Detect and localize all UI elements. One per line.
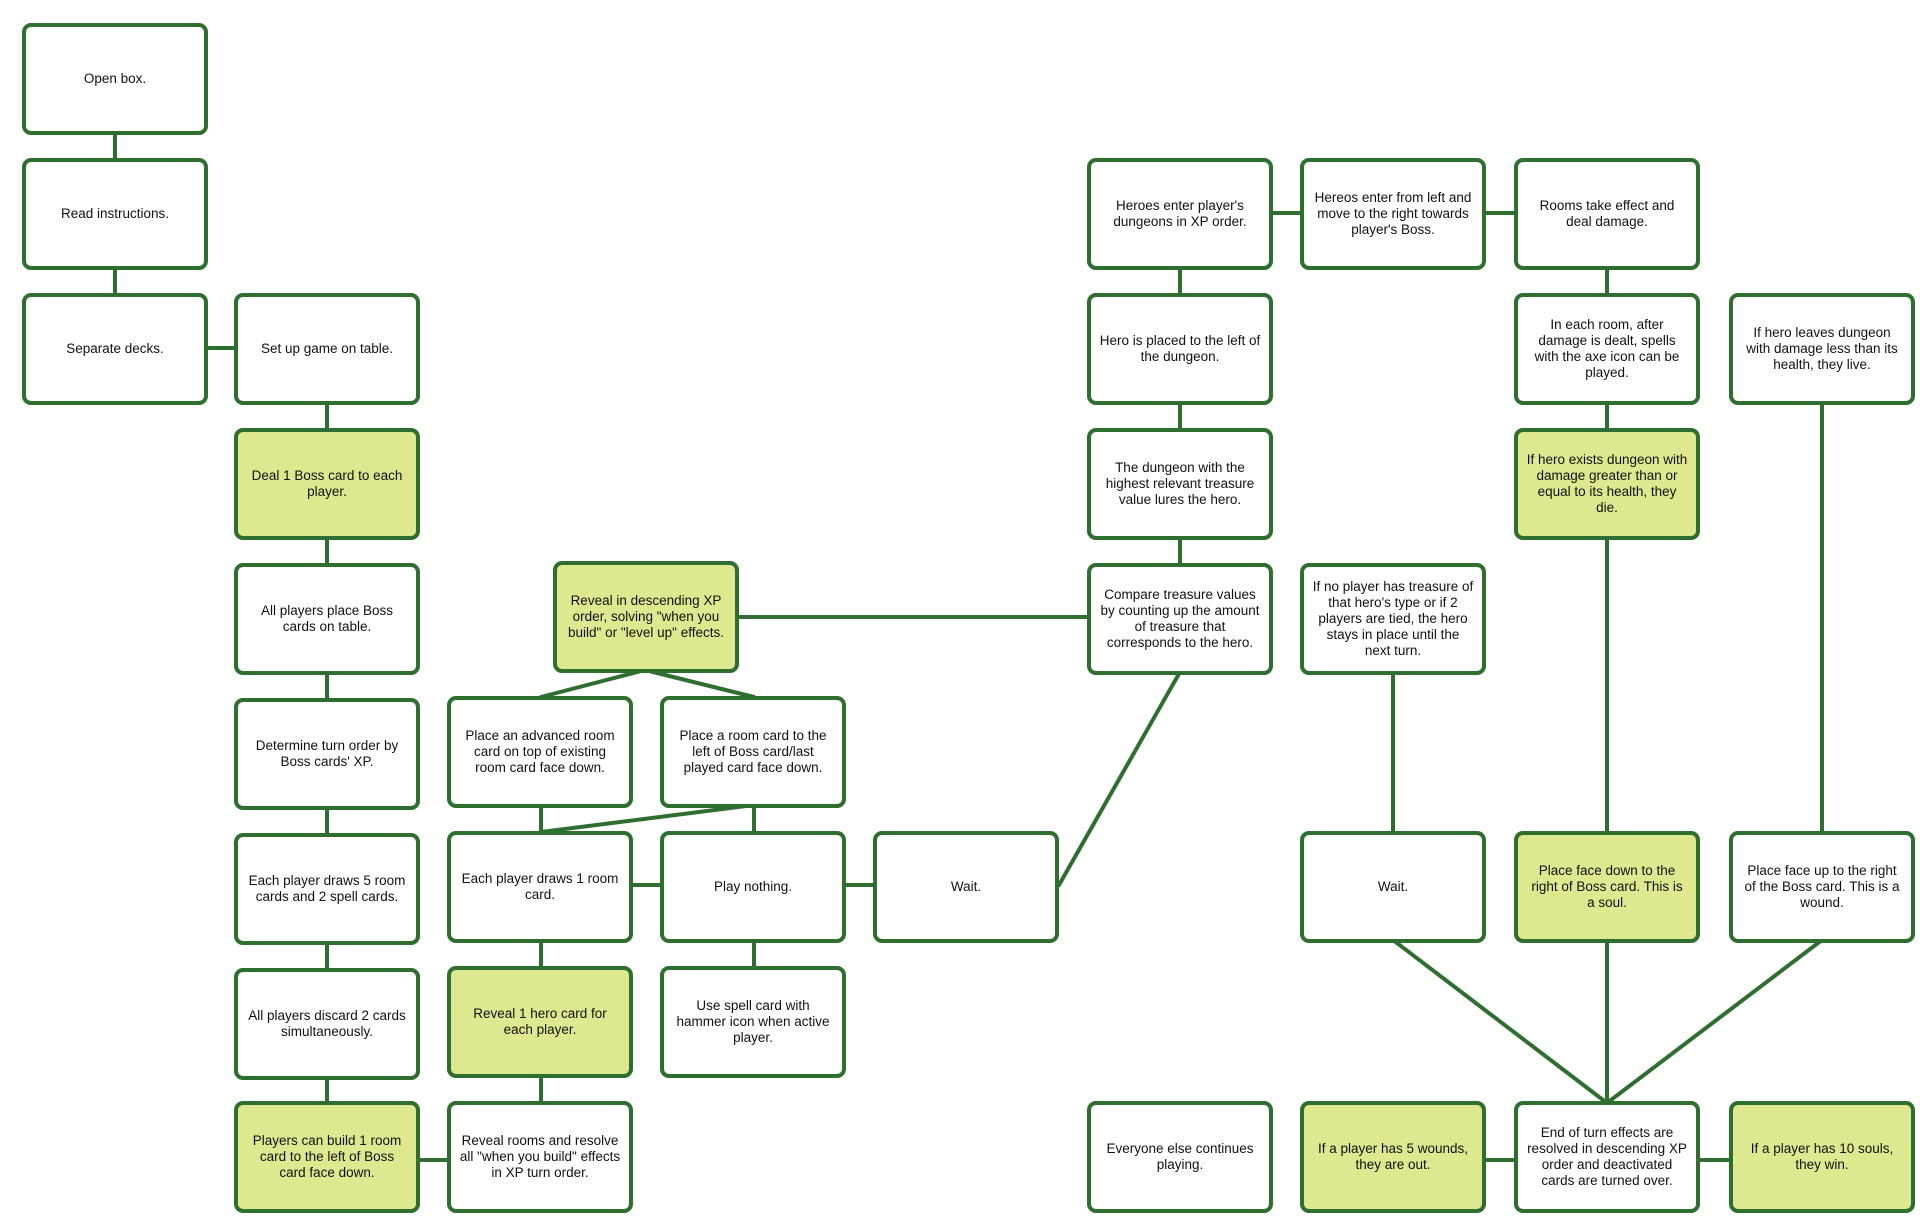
node-spell-hammer: Use spell card with hammer icon when act… [660,966,846,1078]
node-build-room: Players can build 1 room card to the lef… [234,1101,420,1213]
node-label: Place an advanced room card on top of ex… [465,728,615,775]
node-label: In each room, after damage is dealt, spe… [1534,317,1680,380]
node-separate-decks: Separate decks. [22,293,208,405]
node-label: Set up game on table. [260,341,394,356]
node-draw-five: Each player draws 5 room cards and 2 spe… [234,833,420,945]
node-advanced-room: Place an advanced room card on top of ex… [447,696,633,808]
node-ten-souls: If a player has 10 souls, they win. [1729,1101,1915,1213]
node-set-up-game: Set up game on table. [234,293,420,405]
node-label: If a player has 5 wounds, they are out. [1317,1141,1469,1172]
node-place-boss: All players place Boss cards on table. [234,563,420,675]
node-hero-placed: Hero is placed to the left of the dungeo… [1087,293,1273,405]
node-label: Use spell card with hammer icon when act… [676,998,830,1045]
node-everyone-else: Everyone else continues playing. [1087,1101,1273,1213]
node-label: Reveal 1 hero card for each player. [473,1006,607,1037]
node-end-turn: End of turn effects are resolved in desc… [1514,1101,1700,1213]
node-label: If hero leaves dungeon with damage less … [1746,325,1898,372]
node-five-wounds: If a player has 5 wounds, they are out. [1300,1101,1486,1213]
node-axe-spells: In each room, after damage is dealt, spe… [1514,293,1700,405]
node-label: Wait. [950,879,982,894]
node-no-player: If no player has treasure of that hero's… [1300,563,1486,675]
node-label: Determine turn order by Boss cards' XP. [255,738,399,769]
node-deal-boss: Deal 1 Boss card to each player. [234,428,420,540]
connector [643,668,756,699]
node-label: Place face down to the right of Boss car… [1531,863,1683,910]
connector [1605,938,1824,1105]
node-play-nothing: Play nothing. [660,831,846,943]
node-label: Reveal in descending XP order, solving "… [568,593,724,640]
node-place-room: Place a room card to the left of Boss ca… [660,696,846,808]
node-move-right: Hereos enter from left and move to the r… [1300,158,1486,270]
node-label: Everyone else continues playing. [1106,1141,1254,1172]
node-wait-two: Wait. [1300,831,1486,943]
node-label: Compare treasure values by counting up t… [1100,587,1260,650]
node-label: Read instructions. [60,206,170,221]
node-label: Reveal rooms and resolve all "when you b… [459,1133,621,1180]
connector [1391,938,1609,1105]
node-label: Rooms take effect and deal damage. [1539,198,1675,229]
node-draw-one: Each player draws 1 room card. [447,831,633,943]
node-label: Each player draws 5 room cards and 2 spe… [248,873,406,904]
node-label: All players place Boss cards on table. [260,603,394,634]
node-label: If hero exists dungeon with damage great… [1526,452,1688,515]
node-reveal-hero: Reveal 1 hero card for each player. [447,966,633,1078]
node-discard-two: All players discard 2 cards simultaneous… [234,968,420,1080]
node-hero-dies: If hero exists dungeon with damage great… [1514,428,1700,540]
node-wound: Place face up to the right of the Boss c… [1729,831,1915,943]
node-label: Deal 1 Boss card to each player. [251,468,403,499]
node-highest-treasure: The dungeon with the highest relevant tr… [1087,428,1273,540]
node-rooms-effect: Rooms take effect and deal damage. [1514,158,1700,270]
node-label: Place a room card to the left of Boss ca… [679,728,827,775]
node-heroes-enter: Heroes enter player's dungeons in XP ord… [1087,158,1273,270]
node-label: Hereos enter from left and move to the r… [1314,190,1472,237]
node-label: Players can build 1 room card to the lef… [252,1133,402,1180]
node-label: Wait. [1377,879,1409,894]
connector [1057,670,1182,887]
node-label: Play nothing. [713,879,793,894]
node-label: Each player draws 1 room card. [461,871,619,902]
node-soul: Place face down to the right of Boss car… [1514,831,1700,943]
node-open-box: Open box. [22,23,208,135]
node-wait-one: Wait. [873,831,1059,943]
connector [539,803,756,834]
node-hero-leaves: If hero leaves dungeon with damage less … [1729,293,1915,405]
node-label: Open box. [83,71,147,86]
node-turn-order: Determine turn order by Boss cards' XP. [234,698,420,810]
node-label: Heroes enter player's dungeons in XP ord… [1113,198,1247,229]
node-label: If no player has treasure of that hero's… [1312,579,1474,658]
connector [539,668,647,699]
node-reveal-rooms: Reveal rooms and resolve all "when you b… [447,1101,633,1213]
node-compare-treasure: Compare treasure values by counting up t… [1087,563,1273,675]
node-label: If a player has 10 souls, they win. [1750,1141,1894,1172]
node-label: End of turn effects are resolved in desc… [1527,1125,1687,1188]
node-label: All players discard 2 cards simultaneous… [248,1008,406,1039]
node-label: The dungeon with the highest relevant tr… [1105,460,1255,507]
node-label: Separate decks. [66,341,164,356]
node-label: Hero is placed to the left of the dungeo… [1099,333,1261,364]
node-read-instructions: Read instructions. [22,158,208,270]
node-reveal-xp: Reveal in descending XP order, solving "… [553,561,739,673]
node-label: Place face up to the right of the Boss c… [1744,863,1900,910]
